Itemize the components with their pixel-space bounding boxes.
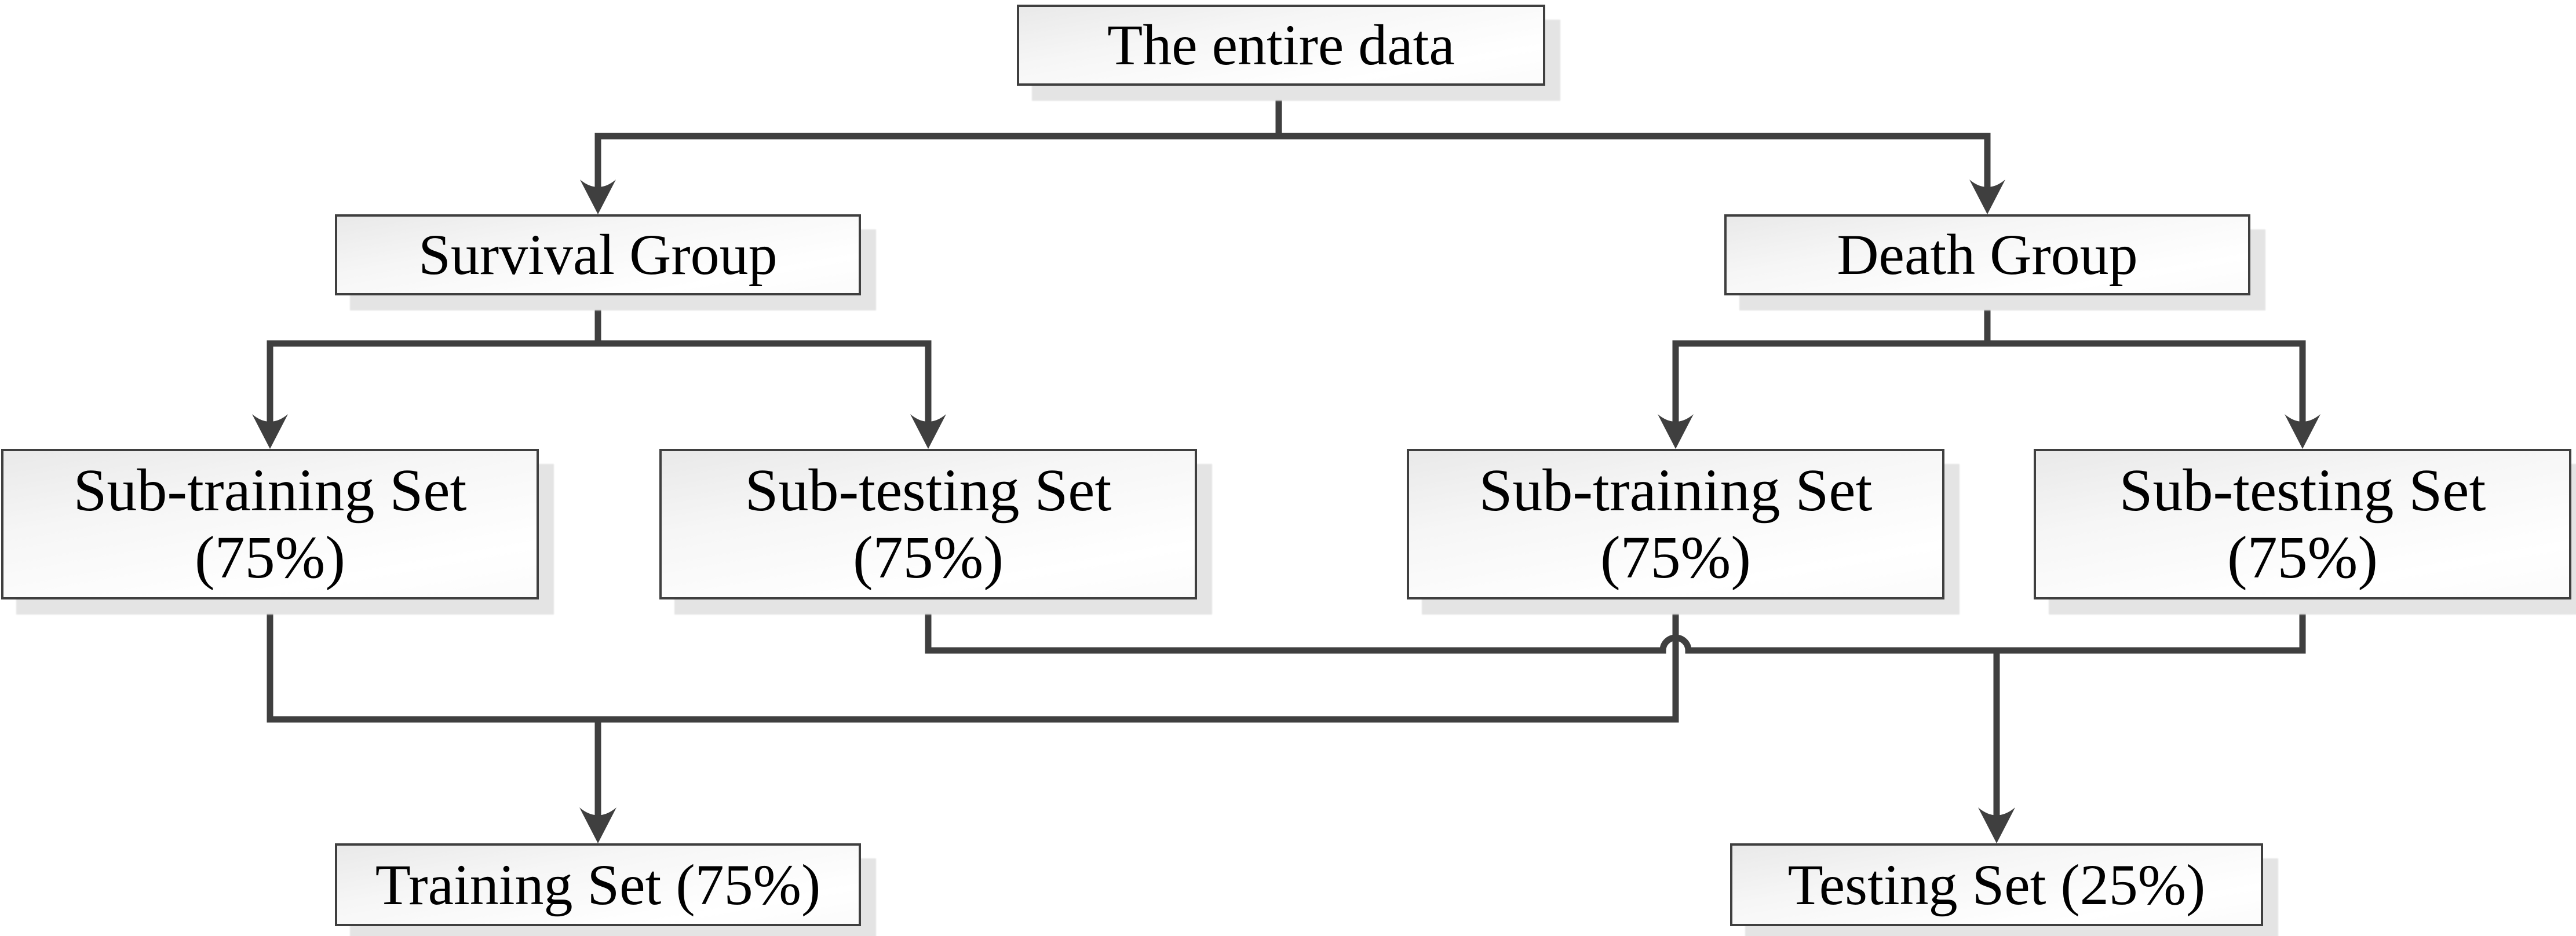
arrowhead-to-sub-training-survival <box>252 414 288 449</box>
arrowhead-to-sub-testing-survival <box>910 414 946 449</box>
connector-top-split <box>594 133 1991 192</box>
node-sub-training-survival-line2: (75%) <box>195 524 345 591</box>
node-entire-data-label: The entire data <box>1107 13 1455 77</box>
arrowhead-to-sub-testing-death <box>2285 414 2320 449</box>
connector-training-merge <box>267 599 1679 723</box>
node-training-set: Training Set (75%) <box>335 843 861 926</box>
node-sub-training-survival-line1: Sub-training Set <box>73 456 467 524</box>
node-sub-testing-survival: Sub-testing Set (75%) <box>659 449 1197 599</box>
arrowhead-to-sub-training-death <box>1658 414 1694 449</box>
arrowhead-to-survival-group <box>580 180 616 214</box>
node-sub-testing-survival-line2: (75%) <box>853 524 1004 591</box>
node-sub-training-death-line1: Sub-training Set <box>1479 456 1873 524</box>
node-sub-training-death-line2: (75%) <box>1600 524 1751 591</box>
connector-death-split <box>1672 340 2306 430</box>
node-testing-set: Testing Set (25%) <box>1730 843 2263 926</box>
node-death-group: Death Group <box>1724 214 2250 295</box>
node-sub-testing-survival-line1: Sub-testing Set <box>745 456 1112 524</box>
node-death-group-label: Death Group <box>1837 222 2138 287</box>
arrowhead-to-training-set <box>579 807 616 843</box>
connector-survival-split <box>267 340 932 430</box>
arrowhead-to-death-group <box>1969 180 2005 214</box>
node-sub-testing-death: Sub-testing Set (75%) <box>2034 449 2571 599</box>
node-sub-testing-death-line2: (75%) <box>2227 524 2378 591</box>
node-survival-group-label: Survival Group <box>418 222 778 287</box>
node-sub-training-survival: Sub-training Set (75%) <box>1 449 539 599</box>
node-sub-testing-death-line1: Sub-testing Set <box>2119 456 2486 524</box>
arrowhead-to-testing-set <box>1978 807 2015 843</box>
node-training-set-label: Training Set (75%) <box>375 852 821 917</box>
connector-testing-merge-hop <box>925 599 2306 654</box>
node-entire-data: The entire data <box>1017 5 1545 86</box>
node-survival-group: Survival Group <box>335 214 861 295</box>
node-sub-training-death: Sub-training Set (75%) <box>1407 449 1944 599</box>
node-testing-set-label: Testing Set (25%) <box>1787 852 2206 917</box>
